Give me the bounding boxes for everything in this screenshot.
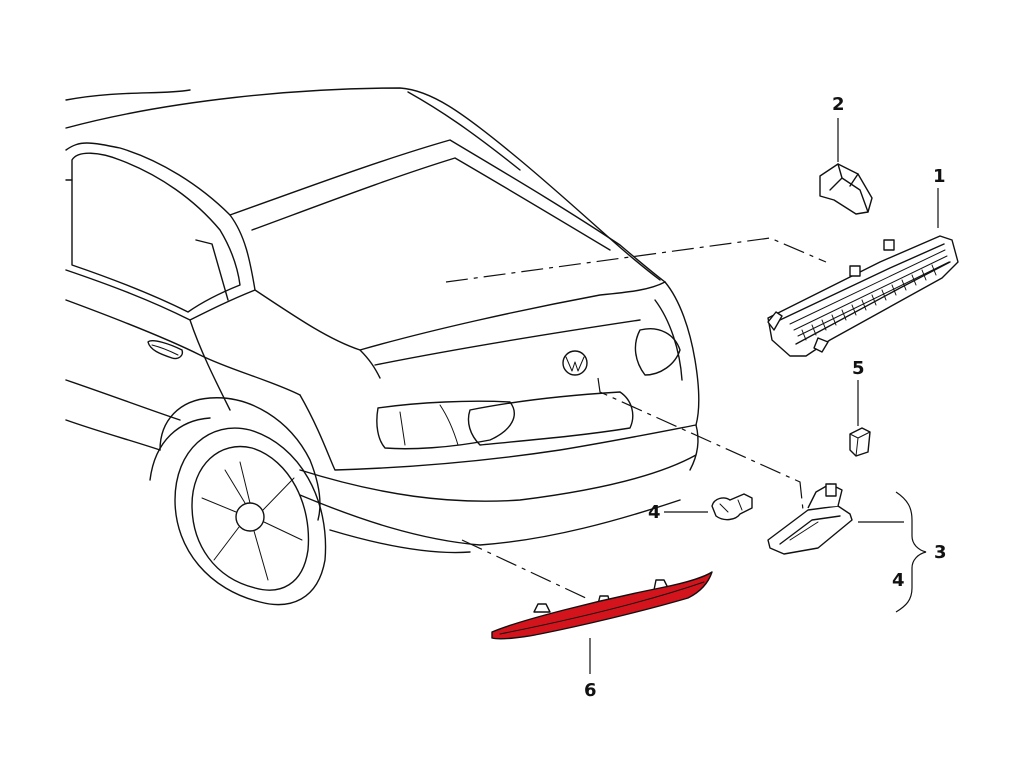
part-6-rear-reflector [491, 571, 713, 640]
part-2-bracket [819, 163, 873, 215]
part-5-socket [849, 427, 871, 457]
vehicle-rear-illustration [65, 87, 700, 606]
callout-1: 1 [933, 166, 946, 187]
part-3-license-plate-light [767, 483, 853, 555]
callout-leaders [589, 118, 939, 674]
callout-6: 6 [584, 680, 597, 701]
callout-4-brace: 4 [892, 570, 905, 591]
callout-5: 5 [852, 358, 865, 379]
callout-4-bulb: 4 [648, 502, 661, 523]
callout-3: 3 [934, 542, 947, 563]
light-lens-grid [789, 249, 950, 341]
assembly-leader-lines [445, 237, 827, 601]
part-1-high-mount-brake-light [767, 235, 959, 357]
part-4-bulb [711, 493, 753, 521]
reflector-highlight [491, 571, 713, 640]
callout-2: 2 [832, 94, 845, 115]
